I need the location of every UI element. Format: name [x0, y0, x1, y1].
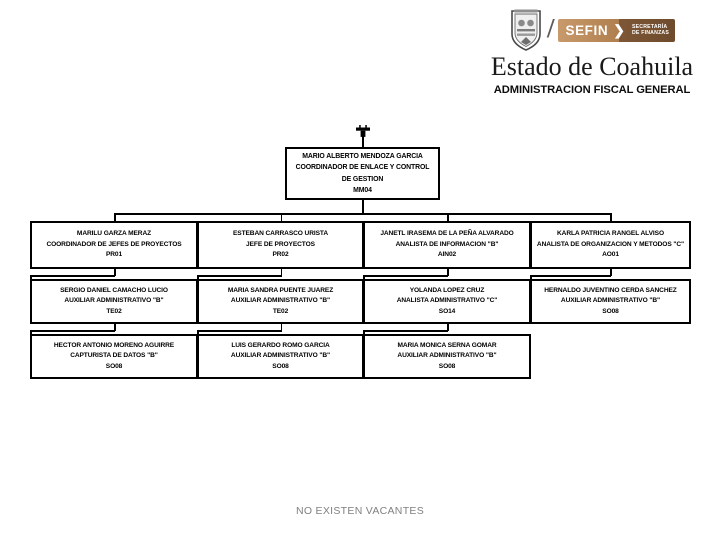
connector-l2-l3-drop-3	[447, 269, 449, 276]
org-node-code: PR01	[105, 251, 123, 259]
org-node-level2-col2[interactable]: ESTEBAN CARRASCO URISTA JEFE DE PROYECTO…	[197, 221, 364, 269]
connector-l3-l4-down-3	[363, 330, 365, 335]
connector-root-drop	[362, 200, 364, 214]
org-node-level3-col1[interactable]: SERGIO DANIEL CAMACHO LUCIO AUXILIAR ADM…	[30, 279, 198, 324]
org-node-position: ANALISTA ADMINISTRATIVO "C"	[396, 297, 498, 305]
sefin-subtitle: SECRETARÍA DE FINANZAS	[629, 24, 675, 36]
org-node-name: KARLA PATRICIA RANGEL ALVISO	[557, 230, 664, 238]
org-node-name: YOLANDA LOPEZ CRUZ	[409, 286, 485, 294]
connector-l2-l3-down-2	[197, 275, 199, 280]
connector-l2-l3-drop-1	[114, 269, 116, 276]
connector-l2-l3-drop-4	[610, 269, 612, 276]
org-node-position: AUXILIAR ADMINISTRATIVO "B"	[397, 352, 497, 360]
org-node-root[interactable]: MARIO ALBERTO MENDOZA GARCIA COORDINADOR…	[285, 147, 440, 200]
connector-plug-icon	[356, 125, 370, 137]
connector-l3-l4-drop-1	[114, 324, 116, 331]
org-node-level3-col2[interactable]: MARIA SANDRA PUENTE JUAREZ AUXILIAR ADMI…	[197, 279, 364, 324]
connector-l2-l3-drop-2	[280, 269, 282, 276]
org-node-code: AIN02	[437, 251, 457, 259]
org-node-name: MARILU GARZA MERAZ	[76, 230, 152, 238]
org-node-level2-col3[interactable]: JANETL IRASEMA DE LA PEÑA ALVARADO ANALI…	[363, 221, 531, 269]
connector-l2-l3-elbow-4	[530, 275, 611, 277]
org-node-level4-col3[interactable]: MARIA MONICA SERNA GOMAR AUXILIAR ADMINI…	[363, 334, 531, 379]
sefin-wordmark: SEFIN	[565, 22, 609, 38]
connector-l2-l3-elbow-1	[30, 275, 115, 277]
org-node-position: JEFE DE PROYECTOS	[246, 240, 315, 248]
org-node-position: AUXILIAR ADMINISTRATIVO "B"	[230, 352, 331, 360]
sefin-arrow-icon: ❯	[613, 21, 625, 38]
connector-l2-l3-down-4	[530, 275, 532, 280]
org-node-code: PR02	[272, 251, 289, 259]
org-node-name: HERNALDO JUVENTINO CERDA SANCHEZ	[544, 286, 677, 294]
org-node-code: SO08	[272, 362, 289, 370]
connector-level2-drop-2	[280, 213, 282, 222]
org-node-name: JANETL IRASEMA DE LA PEÑA ALVARADO	[380, 230, 514, 238]
connector-l3-l4-drop-3	[447, 324, 449, 331]
org-node-level2-col4[interactable]: KARLA PATRICIA RANGEL ALVISO ANALISTA DE…	[530, 221, 691, 269]
org-node-level4-col2[interactable]: LUIS GERARDO ROMO GARCIA AUXILIAR ADMINI…	[197, 334, 364, 379]
org-node-name: MARIO ALBERTO MENDOZA GARCIA	[302, 152, 423, 160]
org-node-level2-col1[interactable]: MARILU GARZA MERAZ COORDINADOR DE JEFES …	[30, 221, 198, 269]
connector-level2-drop-3	[447, 213, 449, 222]
org-node-position: COORDINADOR DE JEFES DE PROYECTOS	[46, 240, 182, 248]
sefin-subtitle-line2: DE FINANZAS	[631, 30, 670, 36]
brand-logo-row: / SEFIN ❯ SECRETARÍA DE FINANZAS	[472, 8, 712, 52]
org-node-position: CAPTURISTA DE DATOS "B"	[70, 352, 158, 360]
org-node-position: AUXILIAR ADMINISTRATIVO "B"	[560, 297, 661, 305]
org-node-position: ANALISTA DE ORGANIZACION Y METODOS "C"	[536, 240, 685, 248]
org-node-level4-col1[interactable]: HECTOR ANTONIO MORENO AGUIRRE CAPTURISTA…	[30, 334, 198, 379]
org-node-code: AO01	[602, 251, 619, 259]
org-node-name: SERGIO DANIEL CAMACHO LUCIO	[60, 286, 168, 294]
org-node-code: SO14	[438, 307, 456, 315]
org-node-name: MARIA SANDRA PUENTE JUAREZ	[227, 286, 334, 294]
connector-level2-drop-4	[610, 213, 612, 222]
org-node-code: MM04	[353, 187, 372, 194]
connector-l3-l4-down-2	[197, 330, 199, 335]
org-node-position: AUXILIAR ADMINISTRATIVO "B"	[230, 297, 331, 305]
connector-l3-l4-elbow-2	[197, 330, 282, 332]
connector-l3-l4-down-1	[30, 330, 32, 335]
vacancy-note: NO EXISTEN VACANTES	[295, 505, 425, 517]
connector-l3-l4-drop-2	[280, 324, 282, 331]
org-node-name: HECTOR ANTONIO MORENO AGUIRRE	[53, 341, 175, 349]
sefin-logo: SEFIN ❯ SECRETARÍA DE FINANZAS	[558, 18, 676, 42]
org-node-position: AUXILIAR ADMINISTRATIVO "B"	[64, 297, 164, 305]
org-node-code: TE02	[106, 307, 122, 315]
org-node-name: ESTEBAN CARRASCO URISTA	[232, 230, 329, 238]
connector-l2-l3-elbow-3	[363, 275, 448, 277]
org-node-code: SO08	[105, 362, 123, 370]
department-title: ADMINISTRACION FISCAL GENERAL	[493, 84, 691, 96]
org-node-name: MARIA MONICA SERNA GOMAR	[397, 341, 497, 349]
connector-root-stub	[362, 136, 364, 147]
connector-l3-l4-elbow-3	[363, 330, 448, 332]
org-node-level3-col4[interactable]: HERNALDO JUVENTINO CERDA SANCHEZ AUXILIA…	[530, 279, 691, 324]
state-title: Estado de Coahuila	[490, 52, 694, 81]
connector-l2-l3-down-1	[30, 275, 32, 280]
page-header: / SEFIN ❯ SECRETARÍA DE FINANZAS Estado …	[472, 8, 712, 100]
org-node-position: ANALISTA DE INFORMACION "B"	[395, 240, 499, 248]
brand-separator: /	[546, 12, 555, 43]
org-node-code: SO08	[602, 307, 619, 315]
connector-l3-l4-elbow-1	[30, 330, 115, 332]
org-chart: MARIO ALBERTO MENDOZA GARCIA COORDINADOR…	[0, 120, 720, 400]
org-node-level3-col3[interactable]: YOLANDA LOPEZ CRUZ ANALISTA ADMINISTRATI…	[363, 279, 531, 324]
org-node-code: SO08	[438, 362, 456, 370]
org-node-name: LUIS GERARDO ROMO GARCIA	[231, 341, 330, 349]
org-node-code: TE02	[272, 307, 289, 315]
connector-l2-l3-elbow-2	[197, 275, 282, 277]
connector-l2-l3-down-3	[363, 275, 365, 280]
sefin-subtitle-line1: SECRETARÍA	[631, 23, 668, 30]
connector-level2-bus	[114, 213, 611, 215]
connector-level2-drop-1	[114, 213, 116, 222]
coahuila-coat-of-arms-icon	[511, 9, 541, 51]
org-node-position: COORDINADOR DE ENLACE Y CONTROL DE GESTI…	[295, 164, 430, 183]
